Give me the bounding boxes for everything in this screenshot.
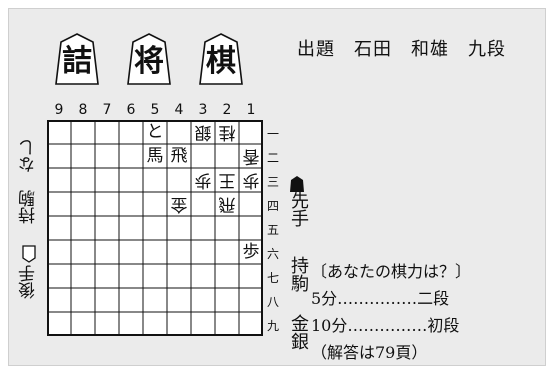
file-label: 5 <box>150 102 160 118</box>
board-square: 歩 <box>191 168 215 192</box>
file-label: 2 <box>222 102 232 118</box>
sente-piece: 馬 <box>146 146 164 166</box>
rank-label: 九 <box>266 319 279 333</box>
quiz-answer-ref: （解答は79頁） <box>311 343 428 362</box>
board-square: 飛 <box>215 192 239 216</box>
board-grid <box>47 120 263 336</box>
sente-mochigoma-label: 持駒 <box>288 256 309 292</box>
gote-name: 後手 <box>19 265 39 299</box>
gote-piece: 王 <box>218 170 236 190</box>
board-square: 王 <box>215 168 239 192</box>
sente-piece: 歩 <box>242 242 260 262</box>
title-char: 将 <box>134 44 164 79</box>
author-credit: 出題 石田 和雄 九段 <box>297 39 506 60</box>
board-square: 飛 <box>167 144 191 168</box>
file-label: 3 <box>198 102 208 118</box>
board-square: 金 <box>167 192 191 216</box>
quiz-level-1: 5分……………二段 <box>311 289 450 308</box>
sente-name: 先手 <box>288 191 309 227</box>
title-piece-gi: 棋 <box>199 33 243 85</box>
gote-piece: 歩 <box>242 170 260 190</box>
sente-mark-icon <box>289 175 305 197</box>
file-label: 1 <box>246 102 256 118</box>
board-square: 桂 <box>215 120 239 144</box>
gote-piece: 歩 <box>194 170 212 190</box>
board-border <box>47 120 263 336</box>
rank-label: 二 <box>266 151 279 165</box>
gote-hand-text: 持駒 なし <box>19 139 39 224</box>
shogi-board: と銀桂馬飛香歩王歩金飛歩 <box>47 120 263 336</box>
gote-piece: 金 <box>170 194 188 214</box>
gote-piece: 飛 <box>218 194 236 214</box>
rank-label: 四 <box>266 199 279 213</box>
file-label: 6 <box>126 102 136 118</box>
gote-piece: 銀 <box>194 122 212 142</box>
rank-label: 八 <box>266 295 279 309</box>
rank-label: 六 <box>266 247 279 261</box>
gote-mark-icon <box>19 245 39 263</box>
rank-label: 七 <box>266 271 279 285</box>
title-char: 棋 <box>206 44 236 79</box>
sente-piece: と <box>146 122 164 142</box>
quiz-level-2: 10分……………初段 <box>311 316 460 335</box>
title-char: 詰 <box>62 44 92 79</box>
quiz-title: 〔あなたの棋力は？〕 <box>311 262 472 281</box>
board-square: 香 <box>239 144 263 168</box>
rank-labels: 一二三四五六七八九 <box>263 120 281 336</box>
title-piece-tsume: 詰 <box>55 33 99 85</box>
file-label: 8 <box>78 102 88 118</box>
file-label: 4 <box>174 102 184 118</box>
shogi-piece-outline-icon <box>127 33 171 85</box>
gote-piece: 桂 <box>218 122 236 142</box>
gote-label: 後手 <box>19 245 39 299</box>
board-square: 歩 <box>239 240 263 264</box>
rank-label: 五 <box>266 223 279 237</box>
sente-piece: 飛 <box>170 146 188 166</box>
rank-label: 三 <box>266 175 279 189</box>
gote-piece: 香 <box>242 146 260 166</box>
shogi-piece-outline-icon <box>55 33 99 85</box>
gote-hand: 持駒 なし <box>19 139 39 224</box>
file-label: 9 <box>54 102 64 118</box>
board-square: 馬 <box>143 144 167 168</box>
file-label: 7 <box>102 102 112 118</box>
rank-label: 一 <box>266 127 279 141</box>
board-square: 銀 <box>191 120 215 144</box>
title-piece-sho: 将 <box>127 33 171 85</box>
board-square: 歩 <box>239 168 263 192</box>
board-square: と <box>143 120 167 144</box>
shogi-piece-outline-icon <box>199 33 243 85</box>
sente-mochigoma-pieces: 金銀 <box>288 314 309 350</box>
